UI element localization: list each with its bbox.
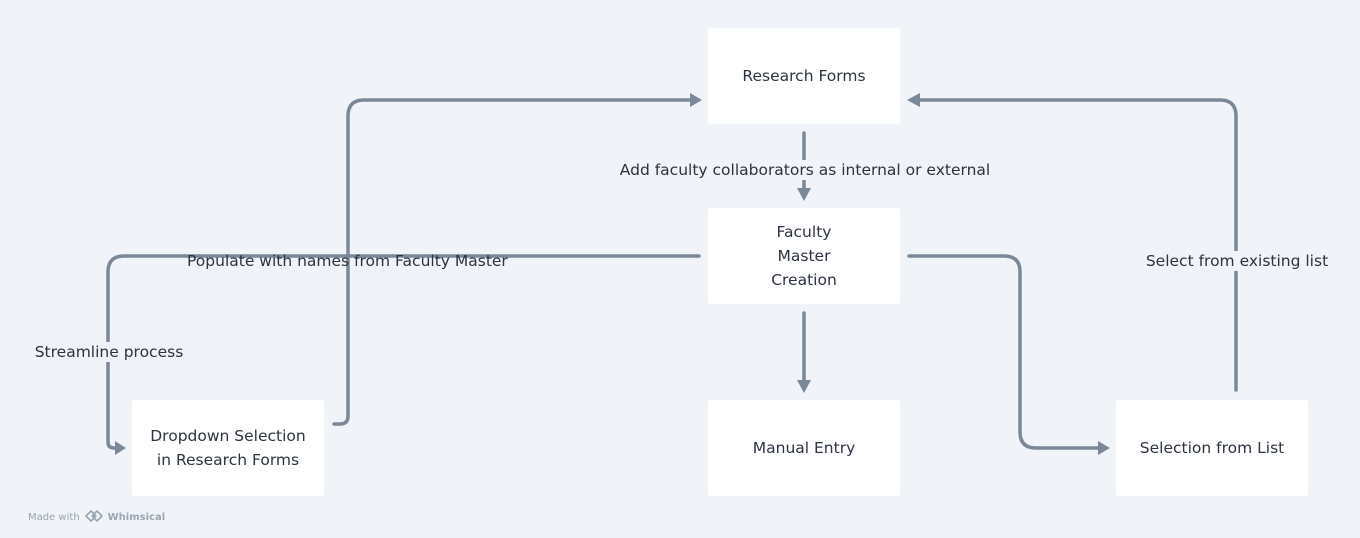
arrowhead-selection-from-list [1098,441,1110,455]
node-dropdown-selection[interactable]: Dropdown Selection in Research Forms [132,400,324,496]
edge-faculty-master-to-selection [907,254,1102,450]
watermark-brand: Whimsical [107,512,166,523]
node-label: Dropdown Selection in Research Forms [150,427,306,469]
node-label: Faculty Master Creation [771,223,837,289]
made-with-whimsical-badge[interactable]: Made with Whimsical [28,509,165,526]
edge-label-select-existing: Select from existing list [1140,251,1334,271]
node-label: Selection from List [1139,439,1285,457]
arrowhead-research-forms-left [690,93,702,107]
arrowhead-research-forms-right [907,93,920,107]
node-faculty-master-creation[interactable]: Faculty Master Creation [708,208,900,304]
node-label: Research Forms [742,67,866,85]
edge-dropdown-to-research-forms [332,98,694,426]
edge-label-populate-names: Populate with names from Faculty Master [187,252,508,270]
edge-label-streamline: Streamline process [30,342,188,362]
node-selection-from-list[interactable]: Selection from List [1116,400,1308,496]
node-manual-entry[interactable]: Manual Entry [708,400,900,496]
edge-selection-to-research-forms [916,98,1238,392]
arrowhead-dropdown [115,441,126,455]
arrowhead-faculty-master [797,188,811,201]
arrowhead-manual-entry [797,380,811,393]
watermark-prefix: Made with [28,512,80,523]
edge-label-add-collaborators: Add faculty collaborators as internal or… [616,160,994,180]
node-research-forms[interactable]: Research Forms [708,28,900,124]
node-label: Manual Entry [752,439,856,457]
whimsical-logo-icon [84,509,104,526]
